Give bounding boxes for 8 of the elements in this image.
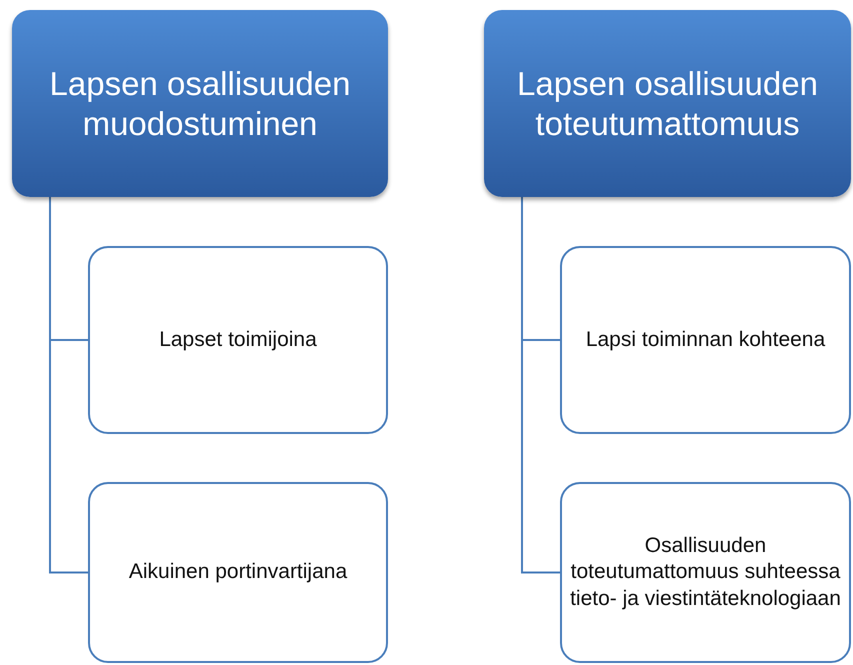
category-box: Aikuinen portinvartijana <box>88 482 388 663</box>
connector-line <box>49 197 88 574</box>
category-box: Osallisuuden toteutumattomuus suhteessa tieto- ja viestintäteknologiaan <box>560 482 851 663</box>
category-box: Lapsi toiminnan kohteena <box>560 246 851 434</box>
connector-line <box>521 197 560 574</box>
title-box: Lapsen osallisuuden toteutumattomuus <box>484 10 851 197</box>
title-box: Lapsen osallisuuden muodostuminen <box>12 10 388 197</box>
category-box: Lapset toimijoina <box>88 246 388 434</box>
